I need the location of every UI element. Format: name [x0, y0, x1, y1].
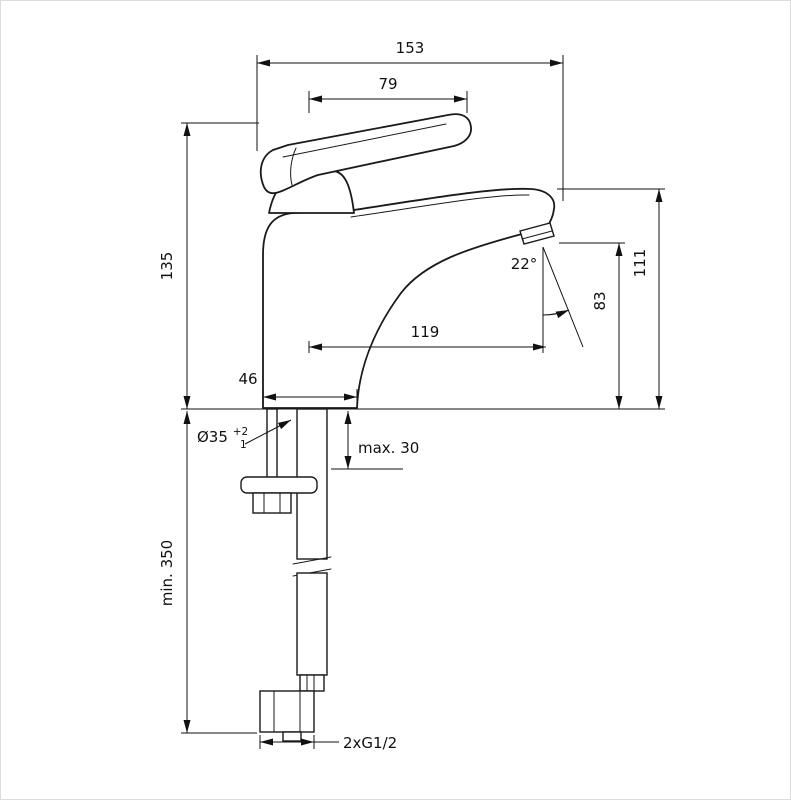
dimension-outlet-height: 83 [559, 242, 625, 409]
hose-break-line-top [292, 556, 332, 565]
dimension-base-width: 46 [238, 370, 358, 404]
aerator-body [519, 222, 555, 245]
faucet-body-path [262, 187, 556, 409]
dimension-hole-diameter: Ø35 +2 1 [197, 419, 292, 451]
handle-cap-line [290, 147, 297, 186]
handle-lever-path [259, 113, 472, 195]
dimension-deck-thickness: max. 30 [331, 411, 419, 470]
dim-label-hole-diameter: Ø35 +2 1 [197, 421, 253, 451]
dimension-hose-length: min. 350 [158, 411, 257, 734]
dim-label-outlet-height: 83 [591, 291, 609, 310]
dim-label-base-width: 46 [238, 370, 257, 388]
faucet-body-outline [262, 187, 556, 409]
dimension-spout-angle: 22° [511, 246, 584, 353]
dim-label-total-projection: 153 [396, 39, 425, 57]
supply-hose [259, 556, 332, 742]
hole-tolerance-lower: 1 [240, 439, 247, 451]
handle-lever-inner-line [282, 123, 447, 158]
dim-label-spout-angle: 22° [511, 255, 538, 273]
spout-top-highlight-line [350, 194, 530, 218]
dim-label-hose-length: min. 350 [158, 540, 176, 606]
dim-label-body-height: 135 [158, 252, 176, 281]
angle-arc-arrowhead [555, 310, 569, 319]
clamp-nut [252, 492, 292, 514]
handle-lever [259, 113, 472, 195]
hose-connection-nut [259, 690, 315, 733]
dim-label-spout-top-height: 111 [631, 249, 649, 278]
dim-label-handle-projection: 79 [378, 75, 397, 93]
dimension-total-projection: 153 [256, 39, 564, 201]
dimension-connection-thread: 2xG1/2 [259, 734, 397, 752]
hole-diameter-value: Ø35 [197, 428, 228, 446]
dim-label-connection-thread: 2xG1/2 [343, 734, 397, 752]
spout-aerator [519, 222, 555, 245]
clamp-plate [240, 476, 318, 494]
hose-collar [299, 674, 325, 692]
dimension-body-height: 135 [158, 122, 259, 409]
dim-label-deck-thickness: max. 30 [358, 439, 419, 457]
dimension-handle-projection: 79 [308, 75, 468, 113]
hose-braided-section [296, 572, 328, 676]
hole-tolerance-upper: +2 [233, 426, 248, 438]
stream-angled-line [542, 246, 584, 348]
hose-tail [282, 731, 302, 742]
aerator-inner-line [521, 230, 553, 240]
mounting-hardware [240, 408, 328, 560]
dimension-spout-reach: 119 [308, 323, 546, 353]
dimension-spout-top-height: 111 [557, 188, 665, 409]
leader-line [244, 419, 292, 445]
dim-label-spout-reach: 119 [411, 323, 440, 341]
